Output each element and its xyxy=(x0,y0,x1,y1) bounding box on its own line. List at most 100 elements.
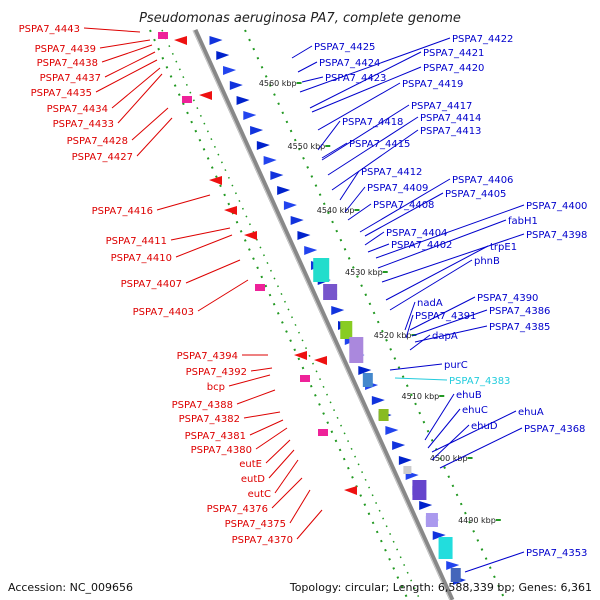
gene-arrow-left xyxy=(199,91,212,100)
gene-arrow-right xyxy=(223,66,237,75)
gene-arrow-right xyxy=(229,81,243,90)
label-eute[interactable]: eutE xyxy=(239,459,262,470)
label-pspa7-4383[interactable]: PSPA7_4383 xyxy=(449,376,510,387)
label-fabh1[interactable]: fabH1 xyxy=(508,216,538,227)
label-pspa7-4433[interactable]: PSPA7_4433 xyxy=(53,119,114,130)
left-leader-line xyxy=(228,374,271,387)
label-pspa7-4417[interactable]: PSPA7_4417 xyxy=(411,101,472,112)
label-pspa7-4402[interactable]: PSPA7_4402 xyxy=(391,240,452,251)
label-pspa7-4443[interactable]: PSPA7_4443 xyxy=(19,24,80,35)
label-ehuc[interactable]: ehuC xyxy=(462,405,488,416)
label-pspa7-4416[interactable]: PSPA7_4416 xyxy=(92,206,153,217)
label-pspa7-4381[interactable]: PSPA7_4381 xyxy=(185,431,246,442)
label-pspa7-4390[interactable]: PSPA7_4390 xyxy=(477,293,538,304)
label-pspa7-4386[interactable]: PSPA7_4386 xyxy=(489,306,550,317)
right-leader-line xyxy=(347,203,372,221)
gene-block xyxy=(412,480,427,500)
label-pspa7-4412[interactable]: PSPA7_4412 xyxy=(361,167,422,178)
label-pspa7-4435[interactable]: PSPA7_4435 xyxy=(31,88,92,99)
label-nada[interactable]: nadA xyxy=(417,298,443,309)
label-pspa7-4422[interactable]: PSPA7_4422 xyxy=(452,34,513,45)
gene-block xyxy=(158,32,168,39)
gene-arrow-right xyxy=(256,141,270,150)
label-pspa7-4425[interactable]: PSPA7_4425 xyxy=(314,42,375,53)
label-pspa7-4368[interactable]: PSPA7_4368 xyxy=(524,424,585,435)
label-pspa7-4398[interactable]: PSPA7_4398 xyxy=(526,230,587,241)
label-phnb[interactable]: phnB xyxy=(474,256,500,267)
label-pspa7-4437[interactable]: PSPA7_4437 xyxy=(40,73,101,84)
kbp-label: 4520 kbp xyxy=(374,331,412,340)
label-pspa7-4404[interactable]: PSPA7_4404 xyxy=(386,228,447,239)
label-trpe1[interactable]: trpE1 xyxy=(490,242,517,253)
label-pspa7-4428[interactable]: PSPA7_4428 xyxy=(67,136,128,147)
label-pspa7-4382[interactable]: PSPA7_4382 xyxy=(179,414,240,425)
gene-block xyxy=(323,284,338,300)
gene-arrow-left xyxy=(224,206,237,215)
gene-arrow-right xyxy=(392,441,406,450)
label-pspa7-4423[interactable]: PSPA7_4423 xyxy=(325,73,386,84)
right-leader-line xyxy=(317,120,341,151)
label-ehub[interactable]: ehuB xyxy=(456,390,482,401)
label-pspa7-4413[interactable]: PSPA7_4413 xyxy=(420,126,481,137)
label-pspa7-4438[interactable]: PSPA7_4438 xyxy=(37,58,98,69)
label-pspa7-4385[interactable]: PSPA7_4385 xyxy=(489,322,550,333)
gene-arrow-left xyxy=(174,36,187,45)
label-pspa7-4370[interactable]: PSPA7_4370 xyxy=(232,535,293,546)
label-pspa7-4439[interactable]: PSPA7_4439 xyxy=(35,44,96,55)
label-pspa7-4376[interactable]: PSPA7_4376 xyxy=(207,504,268,515)
label-pspa7-4411[interactable]: PSPA7_4411 xyxy=(106,236,167,247)
label-purc[interactable]: purC xyxy=(444,360,468,371)
gene-arrow-left xyxy=(314,356,327,365)
label-pspa7-4394[interactable]: PSPA7_4394 xyxy=(177,351,238,362)
gene-arrow-left xyxy=(209,176,222,185)
label-eutd[interactable]: eutD xyxy=(241,474,265,485)
label-pspa7-4407[interactable]: PSPA7_4407 xyxy=(121,279,182,290)
label-pspa7-4388[interactable]: PSPA7_4388 xyxy=(172,400,233,411)
right-leader-line xyxy=(339,170,360,201)
right-leader-line xyxy=(414,325,488,343)
gene-block xyxy=(349,337,364,363)
left-leader-line xyxy=(131,107,169,141)
label-pspa7-4419[interactable]: PSPA7_4419 xyxy=(402,79,463,90)
label-pspa7-4392[interactable]: PSPA7_4392 xyxy=(186,367,247,378)
label-pspa7-4375[interactable]: PSPA7_4375 xyxy=(225,519,286,530)
gene-arrow-right xyxy=(419,501,433,510)
left-leader-line xyxy=(95,59,158,93)
gene-arrow-right xyxy=(432,531,446,540)
left-leader-line xyxy=(136,117,173,157)
right-leader-line xyxy=(321,104,410,161)
right-leader-line xyxy=(424,393,455,441)
label-pspa7-4410[interactable]: PSPA7_4410 xyxy=(111,253,172,264)
label-pspa7-4418[interactable]: PSPA7_4418 xyxy=(342,117,403,128)
gene-arrow-right xyxy=(270,171,284,180)
topology-text: Topology: circular; Length: 6,588,339 bp… xyxy=(289,581,592,594)
right-leader-line xyxy=(321,142,348,159)
label-pspa7-4406[interactable]: PSPA7_4406 xyxy=(452,175,513,186)
label-ehua[interactable]: ehuA xyxy=(518,407,544,418)
label-pspa7-4421[interactable]: PSPA7_4421 xyxy=(423,48,484,59)
label-pspa7-4424[interactable]: PSPA7_4424 xyxy=(319,58,380,69)
right-leader-line xyxy=(409,334,431,351)
label-pspa7-4420[interactable]: PSPA7_4420 xyxy=(423,63,484,74)
label-bcp[interactable]: bcp xyxy=(207,382,225,393)
gene-arrow-right xyxy=(243,111,257,120)
label-pspa7-4408[interactable]: PSPA7_4408 xyxy=(373,200,434,211)
label-ehud[interactable]: ehuD xyxy=(471,421,498,432)
label-pspa7-4400[interactable]: PSPA7_4400 xyxy=(526,201,587,212)
label-pspa7-4391[interactable]: PSPA7_4391 xyxy=(415,311,476,322)
label-pspa7-4434[interactable]: PSPA7_4434 xyxy=(47,104,108,115)
label-pspa7-4409[interactable]: PSPA7_4409 xyxy=(367,183,428,194)
label-pspa7-4353[interactable]: PSPA7_4353 xyxy=(526,548,587,559)
left-leader-line xyxy=(111,67,161,109)
gene-block xyxy=(403,466,412,474)
gene-arrow-left xyxy=(294,351,307,360)
left-leader-line xyxy=(250,367,273,372)
label-pspa7-4380[interactable]: PSPA7_4380 xyxy=(191,445,252,456)
label-pspa7-4405[interactable]: PSPA7_4405 xyxy=(445,189,506,200)
label-dapa[interactable]: dapA xyxy=(432,331,458,342)
label-pspa7-4403[interactable]: PSPA7_4403 xyxy=(133,307,194,318)
label-eutc[interactable]: eutC xyxy=(248,489,271,500)
label-pspa7-4427[interactable]: PSPA7_4427 xyxy=(72,152,133,163)
label-pspa7-4414[interactable]: PSPA7_4414 xyxy=(420,113,481,124)
label-pspa7-4415[interactable]: PSPA7_4415 xyxy=(349,139,410,150)
